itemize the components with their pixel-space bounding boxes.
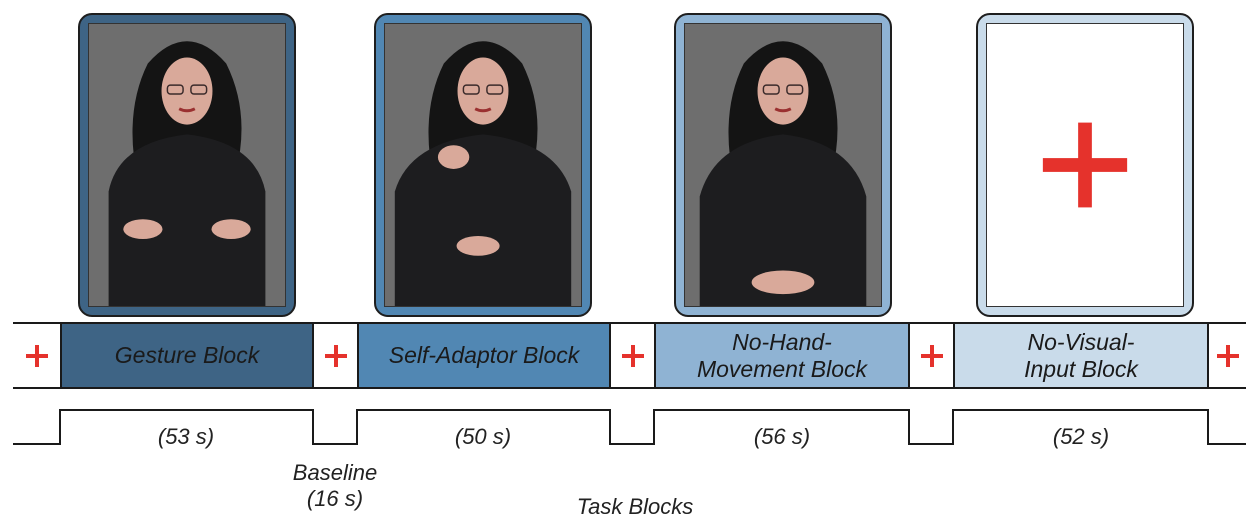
baseline-cross-3 (609, 324, 654, 387)
person-no-hand-movement-image (684, 23, 882, 307)
baseline-cross-4 (908, 324, 953, 387)
task-blocks-label: Task Blocks (576, 494, 694, 519)
no-visual-input-frame (976, 13, 1194, 317)
no-hand-movement-block-label: No-Hand- Movement Block (696, 328, 867, 382)
no-visual-input-duration: (52 s) (1052, 424, 1110, 449)
gesture-frame (78, 13, 296, 317)
self-adaptor-frame (374, 13, 592, 317)
person-self-adaptor-image (384, 23, 582, 307)
no-hand-movement-frame (674, 13, 892, 317)
person-gesturing-image (88, 23, 286, 307)
self-adaptor-block: Self-Adaptor Block (357, 324, 609, 387)
no-visual-input-block-label: No-Visual- Input Block (1024, 328, 1138, 382)
fixation-cross-image (986, 23, 1184, 307)
no-hand-movement-duration: (56 s) (753, 424, 811, 449)
timing-waveform (13, 409, 1246, 445)
gesture-duration: (53 s) (157, 424, 215, 449)
baseline-cross-2 (312, 324, 357, 387)
no-visual-input-block: No-Visual- Input Block (953, 324, 1207, 387)
baseline-label: Baseline (16 s) (292, 460, 378, 511)
baseline-cross-1 (13, 324, 60, 387)
gesture-block-label: Gesture Block (114, 342, 260, 368)
gesture-block: Gesture Block (60, 324, 312, 387)
self-adaptor-duration: (50 s) (454, 424, 512, 449)
no-hand-movement-block: No-Hand- Movement Block (654, 324, 908, 387)
self-adaptor-block-label: Self-Adaptor Block (388, 342, 580, 368)
block-timeline: Gesture Block Self-Adaptor Block No-Hand… (13, 322, 1246, 389)
baseline-cross-5 (1207, 324, 1246, 387)
